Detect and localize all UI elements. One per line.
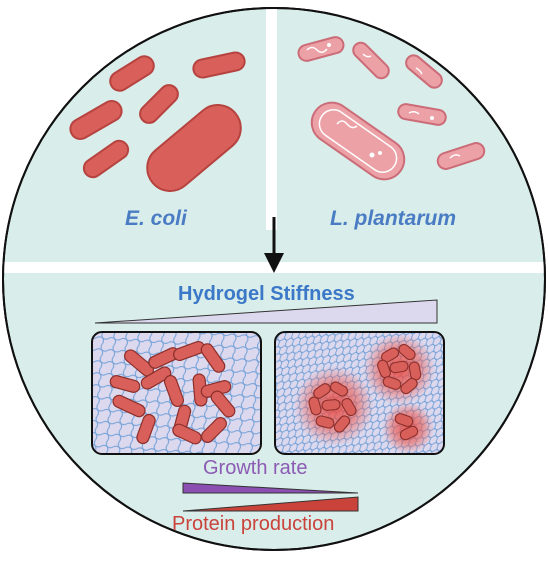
ecoli-rod — [192, 51, 246, 79]
lplantarum-label: L. plantarum — [330, 207, 457, 230]
ecoli-rod — [139, 84, 179, 124]
lplantarum-rod — [436, 142, 486, 170]
ecoli-rod — [112, 394, 146, 418]
down-arrow-icon — [264, 217, 284, 273]
lplantarum-rod — [352, 41, 390, 80]
lplantarum-rod — [397, 103, 447, 126]
soft-gel-box — [91, 331, 262, 455]
ecoli-rod — [109, 55, 155, 92]
ecoli-label: E. coli — [125, 207, 187, 230]
ecoli-rod — [140, 366, 172, 390]
ecoli-rod — [210, 390, 236, 418]
ecoli-rod — [172, 423, 202, 445]
lplantarum-rod — [297, 36, 345, 62]
growth-rate-wedge — [182, 482, 359, 494]
hydrogel-stiffness-title: Hydrogel Stiffness — [178, 283, 355, 305]
protein-production-wedge — [182, 496, 359, 512]
ecoli-rod — [201, 417, 227, 443]
ecoli-rod — [200, 343, 226, 373]
lplantarum-rod-large — [310, 101, 406, 181]
growth-rate-label: Growth rate — [203, 457, 308, 479]
stiff-gel-box — [274, 331, 445, 455]
lplantarum-cells — [297, 36, 486, 181]
ecoli-rod — [69, 100, 123, 140]
stiffness-wedge — [94, 299, 438, 324]
ecoli-cells — [69, 51, 246, 192]
ecoli-rod — [109, 375, 141, 393]
ecoli-rod — [163, 375, 185, 407]
ecoli-rod — [136, 413, 156, 445]
lplantarum-rod — [405, 54, 443, 89]
ecoli-rod-large — [146, 104, 242, 192]
protein-production-label: Protein production — [172, 513, 335, 535]
ecoli-rod — [82, 139, 130, 179]
